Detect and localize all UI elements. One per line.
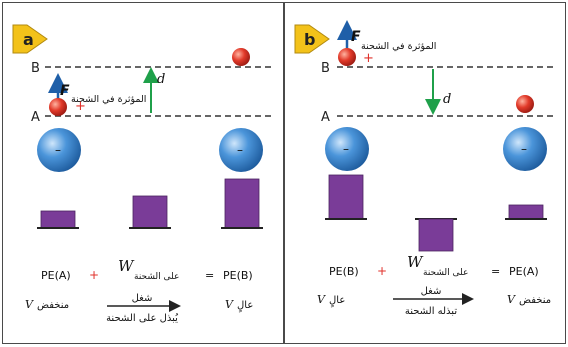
sphere-sign: – bbox=[55, 143, 61, 157]
force-symbol: F bbox=[60, 83, 70, 99]
work-symbol: W bbox=[407, 253, 424, 271]
level-b-label: B bbox=[31, 61, 40, 76]
charge-sign: + bbox=[363, 51, 374, 66]
from-label: منخفض bbox=[37, 300, 69, 311]
work-subscript: على الشحنة bbox=[423, 268, 468, 278]
equation-left: PE(A) bbox=[41, 269, 71, 282]
energy-bar-mid bbox=[132, 195, 168, 229]
equation-equals: = bbox=[491, 265, 500, 278]
distance-label: d bbox=[157, 72, 165, 87]
to-label: عالٍ bbox=[237, 300, 253, 313]
positive-charge-icon bbox=[338, 48, 356, 66]
panel-a-diagram: a B A F المؤثرة في الشحنة + d – – PE(A) … bbox=[12, 24, 271, 324]
force-symbol: F bbox=[351, 29, 361, 45]
equation-plus: + bbox=[89, 268, 99, 282]
energy-bar-a bbox=[508, 204, 544, 220]
to-label: منخفض bbox=[519, 295, 551, 306]
equation-plus: + bbox=[377, 264, 387, 278]
process-arrow-bottom: تبذله الشحنة bbox=[405, 306, 457, 317]
positive-charge-icon bbox=[49, 98, 67, 116]
equation-right: PE(B) bbox=[223, 269, 253, 282]
force-subscript: المؤثرة في الشحنة bbox=[361, 41, 436, 52]
work-symbol: W bbox=[118, 257, 135, 275]
level-a-label: A bbox=[321, 110, 330, 125]
energy-bar-a bbox=[40, 210, 76, 229]
panel-tab-label: b bbox=[304, 30, 315, 49]
panel-tab-icon: b bbox=[294, 24, 330, 54]
to-symbol: V bbox=[507, 293, 516, 306]
energy-bar-b bbox=[328, 174, 364, 220]
to-symbol: V bbox=[225, 298, 234, 311]
process-arrow-top: شغل bbox=[421, 286, 442, 297]
panel-tab-icon: a bbox=[12, 24, 48, 54]
sphere-sign: – bbox=[237, 143, 243, 157]
positive-charge-icon bbox=[232, 48, 250, 66]
equation-right: PE(A) bbox=[509, 265, 539, 278]
process-arrow-top: شغل bbox=[132, 293, 153, 304]
process-arrow-bottom: يُبذل على الشحنة bbox=[106, 313, 178, 324]
panel-tab-label: a bbox=[23, 30, 34, 49]
negative-sphere-icon: – bbox=[219, 128, 263, 172]
force-subscript: المؤثرة في الشحنة bbox=[71, 94, 146, 105]
sphere-sign: – bbox=[521, 142, 527, 156]
from-symbol: V bbox=[25, 298, 34, 311]
negative-sphere-icon: – bbox=[325, 127, 369, 171]
work-subscript: على الشحنة bbox=[134, 272, 179, 282]
level-a-label: A bbox=[31, 110, 40, 125]
from-label: عالٍ bbox=[329, 295, 345, 308]
sphere-sign: – bbox=[343, 142, 349, 156]
negative-sphere-icon: – bbox=[503, 127, 547, 171]
positive-charge-icon bbox=[516, 95, 534, 113]
level-b-label: B bbox=[321, 61, 330, 76]
energy-bar-mid bbox=[418, 218, 454, 252]
panel-b: b B A F المؤثرة في الشحنة + d – – PE(B) … bbox=[284, 2, 566, 344]
panel-b-diagram: b B A F المؤثرة في الشحنة + d – – PE(B) … bbox=[294, 20, 557, 317]
charge-sign: + bbox=[75, 99, 86, 114]
panel-a: a B A F المؤثرة في الشحنة + d – – PE(A) … bbox=[2, 2, 284, 344]
from-symbol: V bbox=[317, 293, 326, 306]
energy-bar-b bbox=[224, 178, 260, 229]
equation-equals: = bbox=[205, 269, 214, 282]
negative-sphere-icon: – bbox=[37, 128, 81, 172]
equation-left: PE(B) bbox=[329, 265, 359, 278]
distance-label: d bbox=[443, 92, 451, 107]
